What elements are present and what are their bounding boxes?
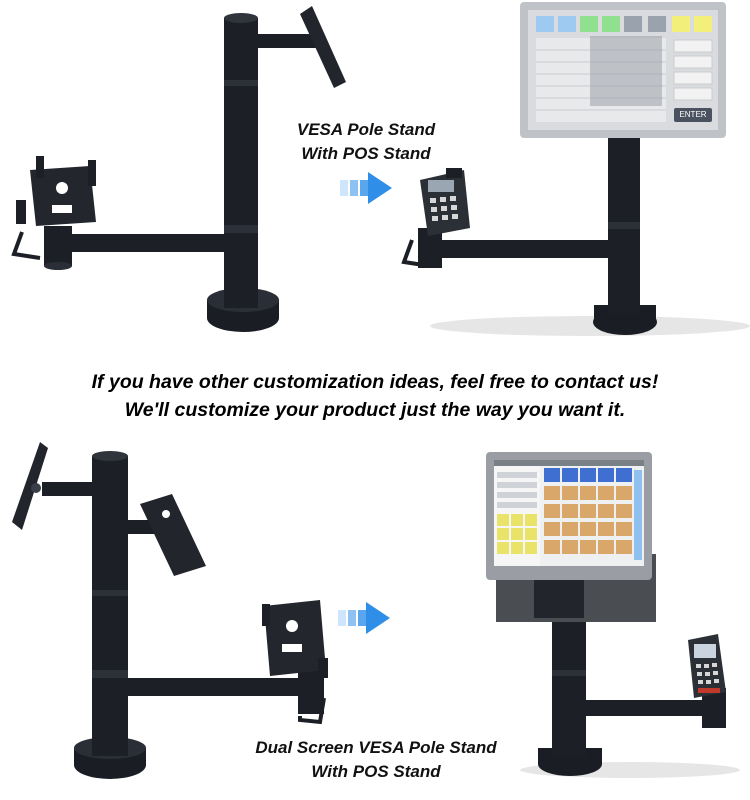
top-product-illustrations [11, 2, 750, 336]
enter-key-label: ENTER [679, 110, 707, 119]
pos-terminal-setup-illustration [401, 2, 750, 336]
top-caption-line1: VESA Pole Stand [296, 120, 436, 139]
banner-line2: We'll customize your product just the wa… [124, 399, 626, 421]
bottom-caption: Dual Screen VESA Pole Stand With POS Sta… [236, 736, 516, 784]
right-arrow-icon [338, 602, 390, 634]
banner-line1: If you have other customization ideas, f… [91, 371, 659, 393]
top-caption-line2: With POS Stand [301, 144, 431, 163]
vesa-pole-stand-illustration [11, 6, 346, 332]
bottom-caption-line1: Dual Screen VESA Pole Stand [255, 738, 497, 757]
bottom-panel: Dual Screen VESA Pole Stand With POS Sta… [0, 430, 750, 800]
customization-banner: If you have other customization ideas, f… [0, 368, 750, 424]
dual-screen-pos-setup-illustration [486, 452, 740, 778]
bottom-caption-line2: With POS Stand [311, 762, 441, 781]
top-panel: ENTER VESA Pole Stand With POS Stand [0, 0, 750, 360]
bottom-product-illustrations [12, 442, 740, 779]
top-caption: VESA Pole Stand With POS Stand [286, 118, 446, 166]
dual-screen-pole-stand-illustration [12, 442, 328, 779]
monitor-screen-tiles [536, 16, 712, 32]
right-arrow-icon [340, 172, 392, 204]
enter-button-graphic [674, 108, 712, 122]
